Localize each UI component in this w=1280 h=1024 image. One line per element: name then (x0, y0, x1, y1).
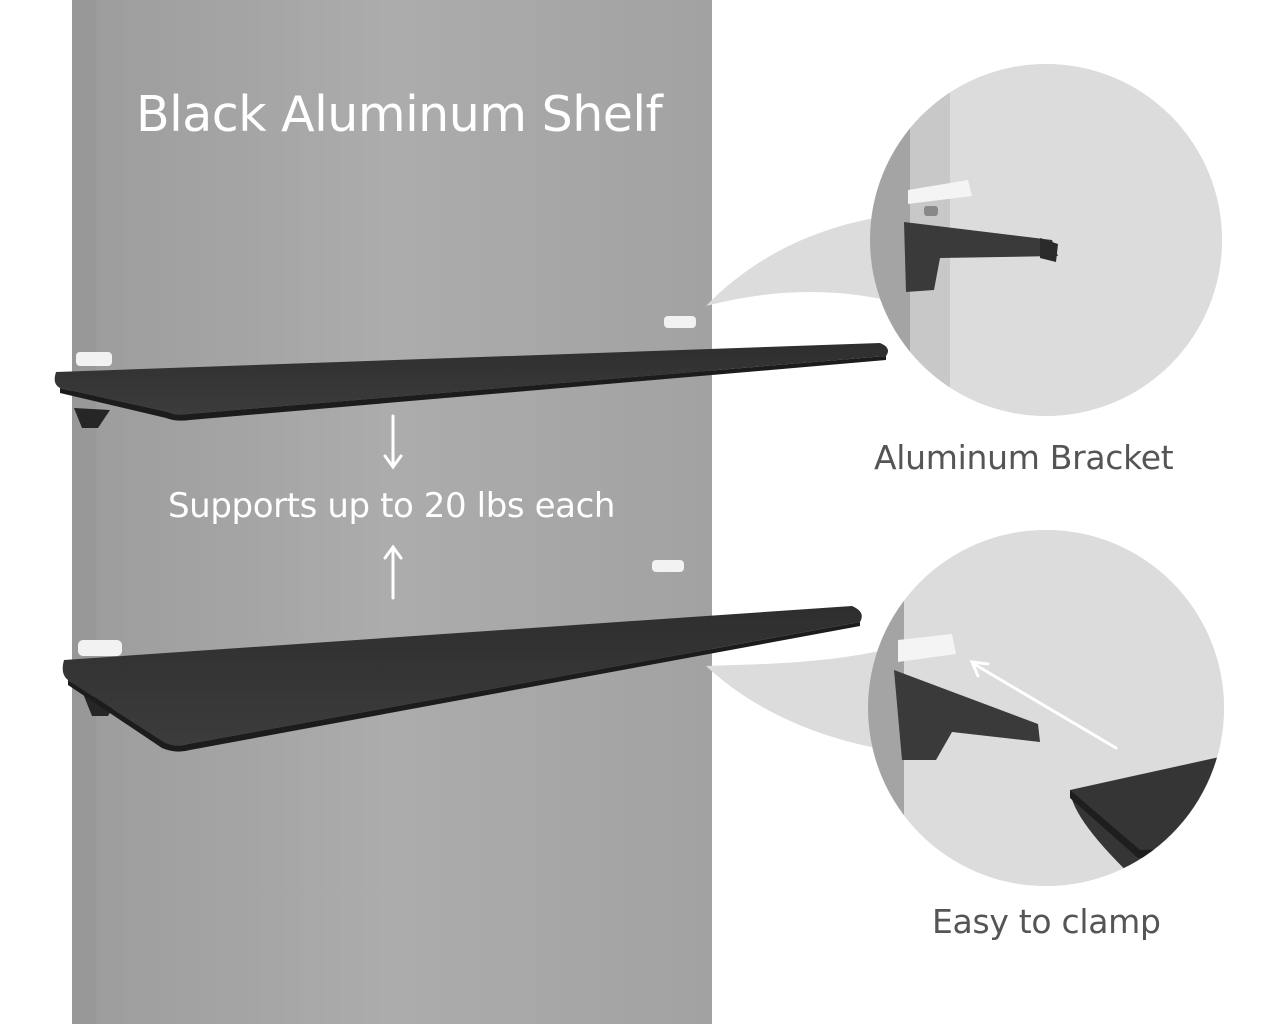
clamp-detail-view (868, 530, 1224, 886)
product-title: Black Aluminum Shelf (136, 86, 663, 143)
upper-shelf (54, 316, 888, 428)
bracket-detail-view (870, 64, 1222, 416)
lower-shelf (62, 560, 862, 752)
capacity-note: Supports up to 20 lbs each (168, 486, 616, 526)
clamp-caption: Easy to clamp (932, 902, 1161, 941)
slide-arrow-icon (972, 662, 1118, 750)
capacity-arrows (383, 414, 403, 600)
display-panel (72, 0, 712, 1024)
bracket-caption: Aluminum Bracket (874, 438, 1174, 477)
callout-tail-top (706, 214, 902, 306)
callout-tail-bottom (706, 650, 900, 752)
